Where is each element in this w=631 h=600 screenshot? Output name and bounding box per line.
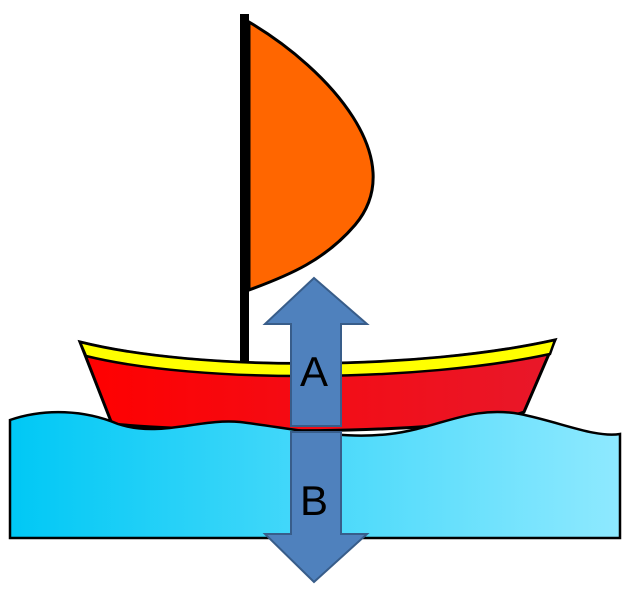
arrow-down-icon xyxy=(262,431,370,584)
arrow-label-b: B xyxy=(300,477,328,524)
sail-icon xyxy=(247,19,375,293)
boat-trim xyxy=(77,338,557,378)
arrow-up-icon xyxy=(262,276,370,427)
arrow-label-a: A xyxy=(300,348,328,395)
mast xyxy=(240,14,249,370)
